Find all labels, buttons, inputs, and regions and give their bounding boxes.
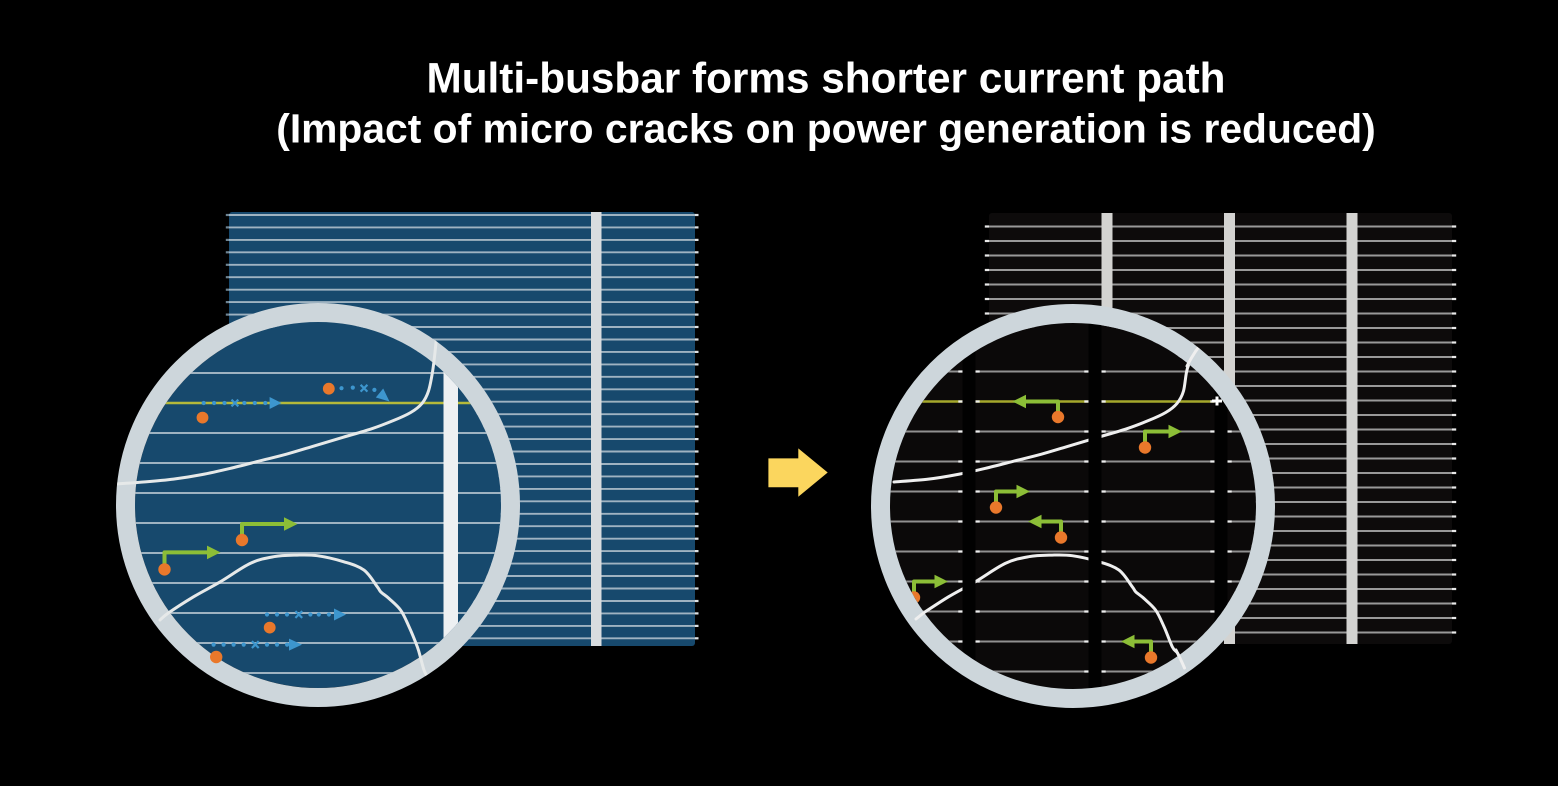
svg-text:(Impact of micro cracks on pow: (Impact of micro cracks on power generat… xyxy=(276,106,1376,152)
svg-text:Multi-busbar forms shorter cur: Multi-busbar forms shorter current path xyxy=(426,55,1225,102)
